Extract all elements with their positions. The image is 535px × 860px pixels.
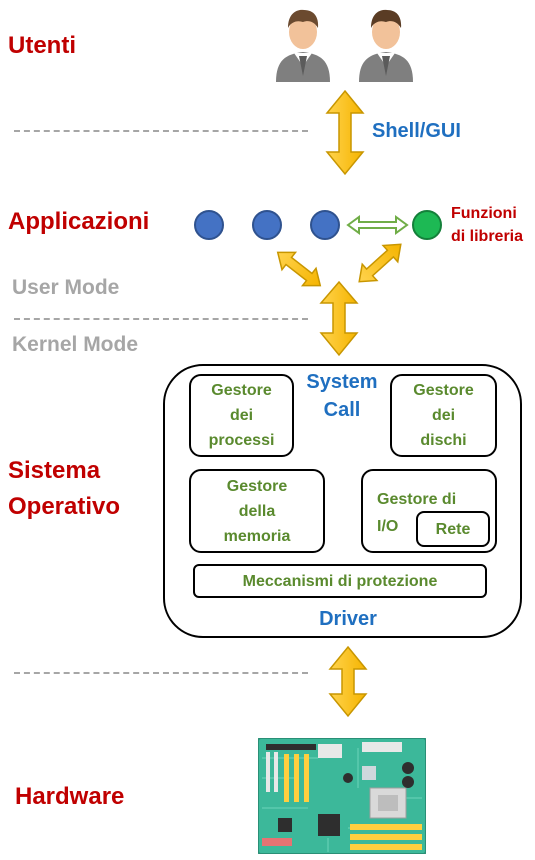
io-manager-box: Gestore di I/O Rete — [361, 469, 497, 553]
memory-manager-line: Gestore — [226, 477, 288, 495]
driver-arrow — [328, 645, 368, 718]
user-mode-label: User Mode — [12, 276, 120, 299]
memory-manager-line: memoria — [223, 527, 291, 545]
layer-label-os-line1: Sistema — [8, 457, 101, 484]
protection-box: Meccanismi di protezione — [193, 564, 487, 598]
process-manager-box: Gestore dei processi — [189, 374, 294, 457]
protection-label: Meccanismi di protezione — [242, 572, 438, 590]
motherboard-icon — [258, 738, 426, 854]
library-link-arrow — [346, 215, 409, 235]
library-to-kernel-right-arrow — [358, 243, 402, 283]
apps-to-kernel-left-arrow — [276, 251, 322, 287]
memory-manager-box: Gestore della memoria — [189, 469, 325, 553]
shell-gui-label: Shell/GUI — [372, 120, 461, 142]
user-avatar-icon — [359, 9, 413, 82]
network-label: Rete — [435, 520, 471, 538]
driver-label: Driver — [319, 608, 377, 630]
layer-label-hardware: Hardware — [15, 783, 125, 810]
system-call-label: System Call — [292, 368, 392, 424]
library-label-line2: di libreria — [451, 228, 524, 245]
io-manager-line: Gestore di — [377, 491, 457, 508]
os-hardware-separator — [14, 672, 308, 674]
layer-label-applications: Applicazioni — [8, 208, 150, 235]
system-call-line2: Call — [323, 399, 361, 421]
user-avatar-icon — [276, 9, 330, 82]
io-manager-line: I/O — [377, 518, 399, 535]
library-circle — [412, 210, 442, 240]
memory-manager-line: della — [238, 502, 276, 520]
process-manager-line: dei — [229, 407, 254, 424]
layer-label-users: Utenti — [8, 32, 76, 59]
process-manager-line: processi — [208, 432, 275, 449]
application-circle — [252, 210, 282, 240]
application-circle — [194, 210, 224, 240]
system-call-arrow — [319, 280, 359, 357]
library-label: Funzioni di libreria — [451, 202, 523, 248]
shell-gui-arrow — [325, 89, 365, 176]
layer-label-os: Sistema Operativo — [8, 456, 120, 522]
user-kernel-separator — [14, 318, 308, 320]
network-box: Rete — [416, 511, 490, 547]
disk-manager-line: dischi — [420, 432, 467, 449]
process-manager-line: Gestore — [211, 382, 272, 399]
disk-manager-line: Gestore — [413, 382, 474, 399]
disk-manager-line: dei — [431, 407, 456, 424]
users-apps-separator — [14, 130, 308, 132]
application-circle — [310, 210, 340, 240]
library-label-line1: Funzioni — [451, 205, 517, 222]
kernel-mode-label: Kernel Mode — [12, 333, 139, 356]
kernel-frame — [163, 364, 522, 638]
disk-manager-box: Gestore dei dischi — [390, 374, 497, 457]
system-call-line1: System — [306, 371, 378, 393]
layer-label-os-line2: Operativo — [8, 493, 121, 520]
